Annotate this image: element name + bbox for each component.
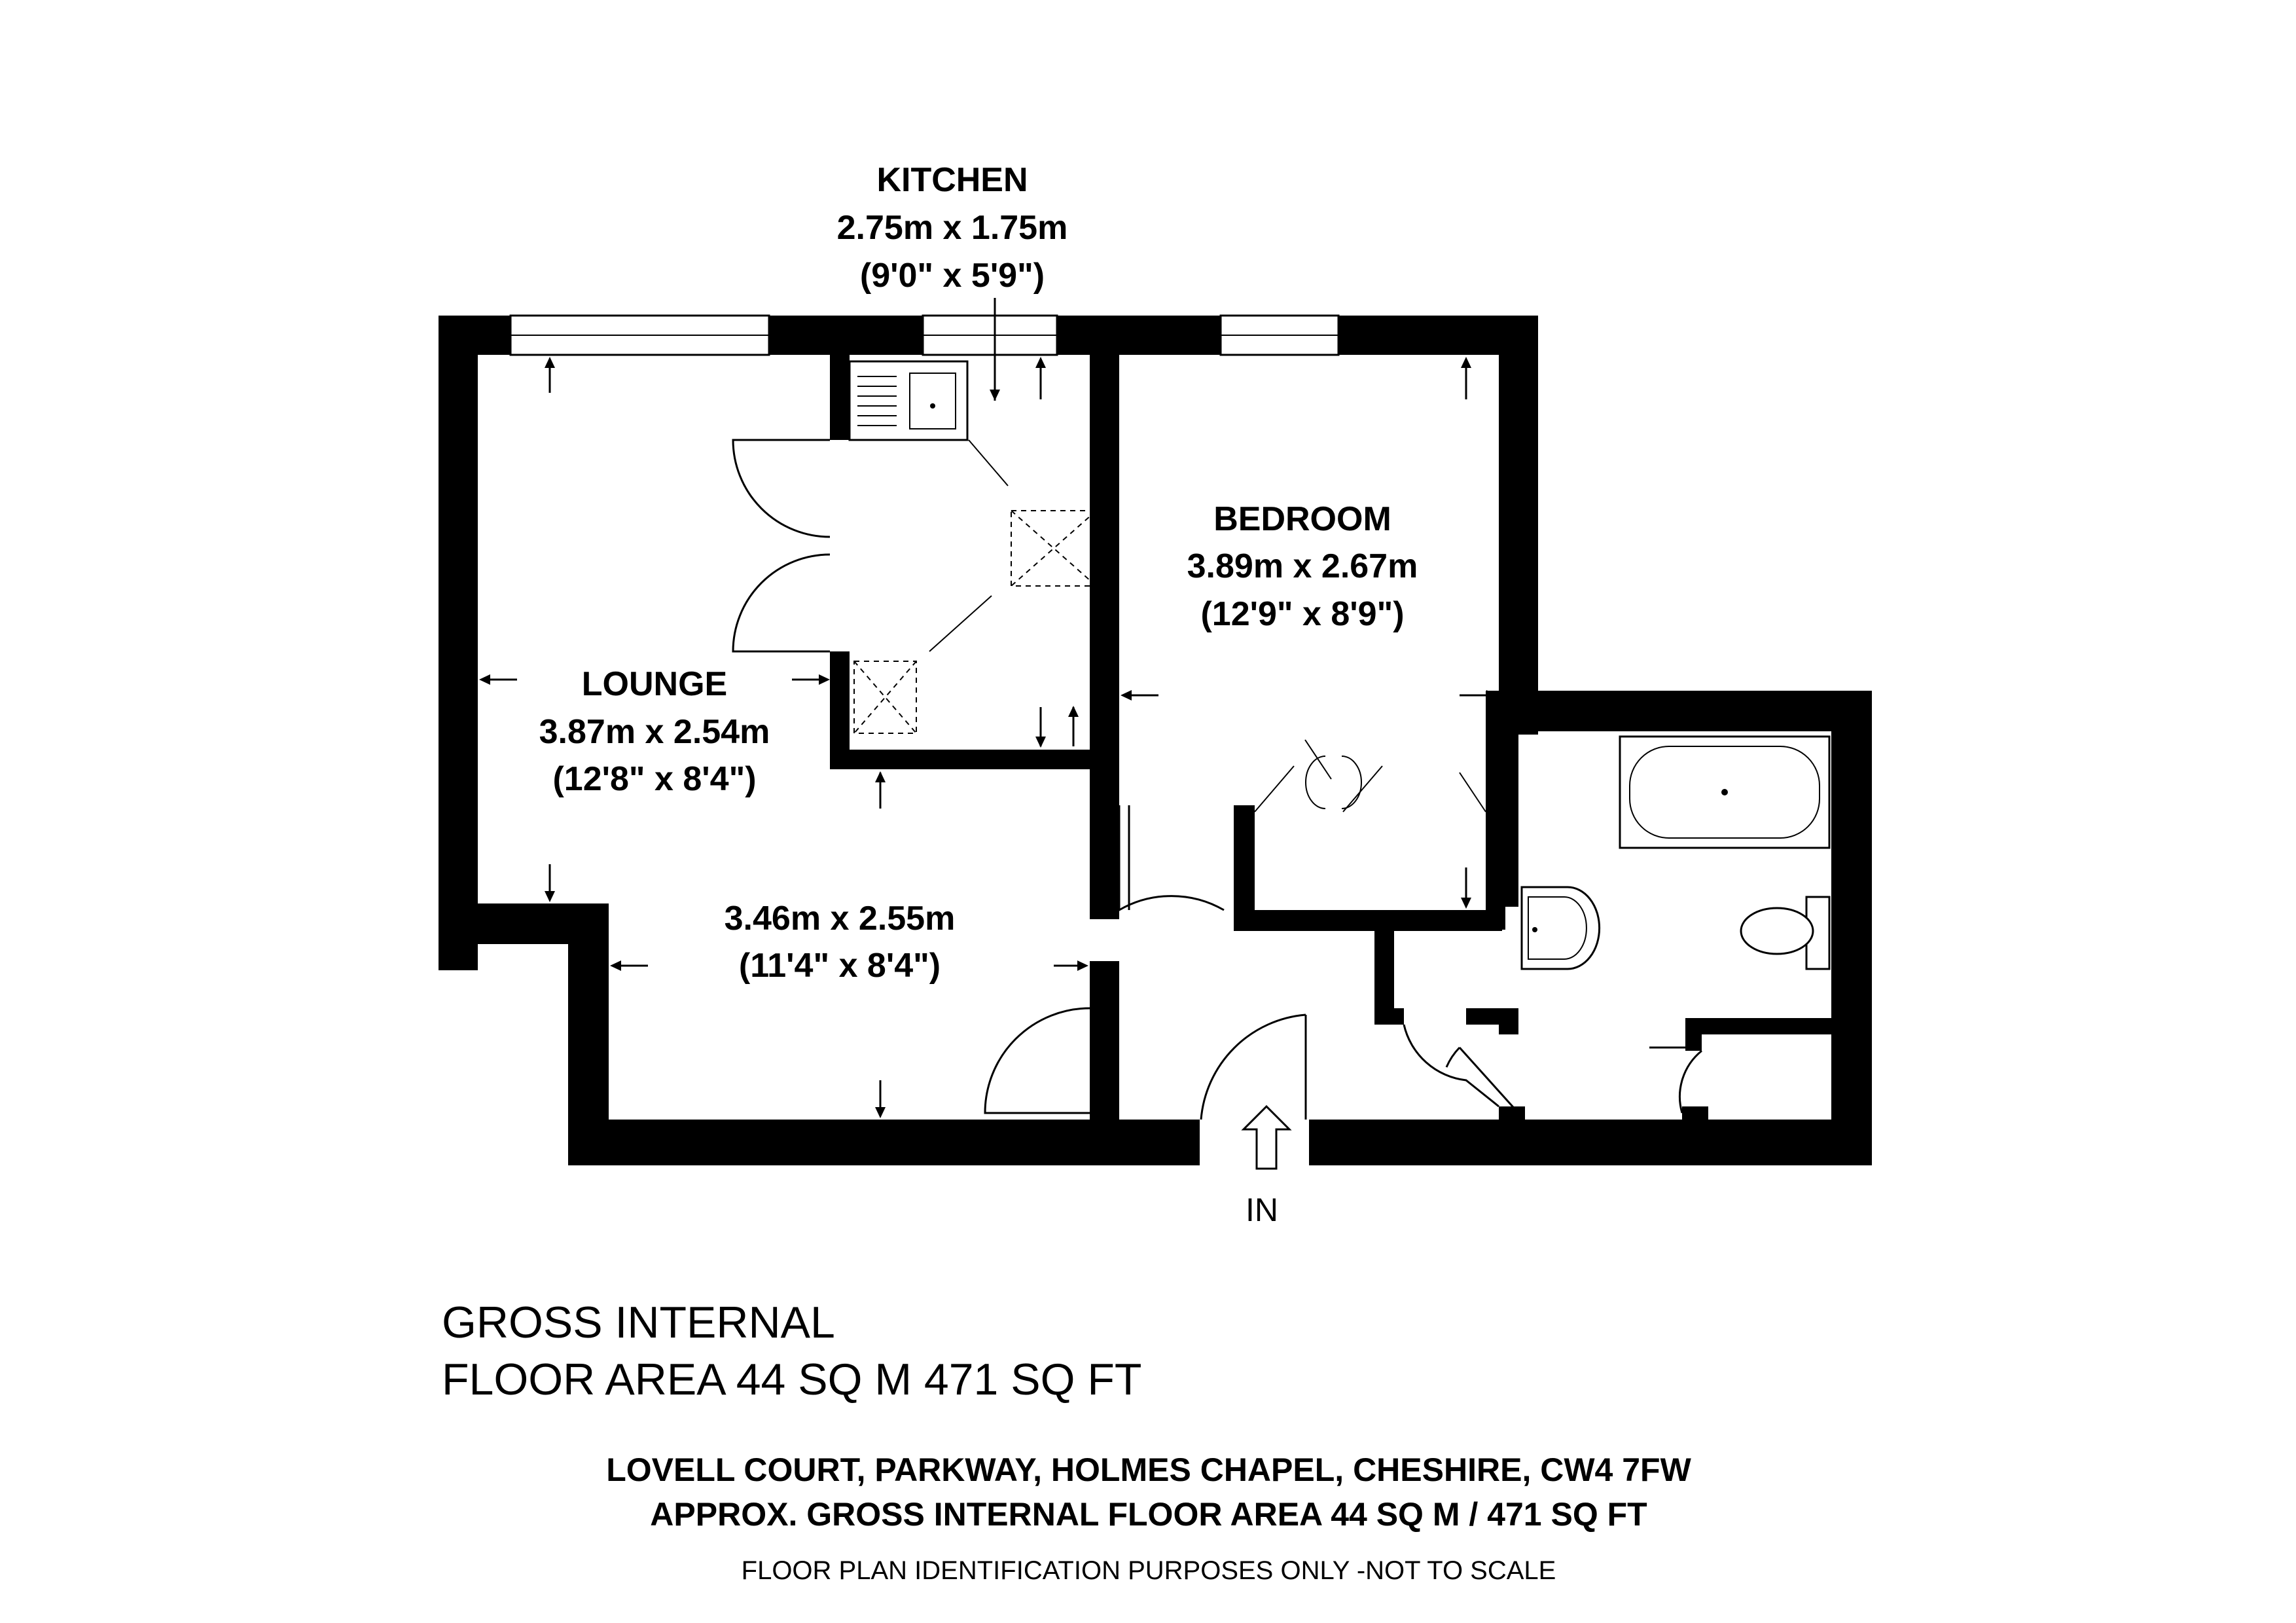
gross-area-line2: FLOOR AREA 44 SQ M 471 SQ FT xyxy=(442,1355,1141,1404)
lounge-size-ft: (12'8" x 8'4") xyxy=(552,760,756,798)
lounge-name: LOUNGE xyxy=(582,665,727,703)
washbasin xyxy=(1520,886,1601,970)
kitchen-name: KITCHEN xyxy=(876,161,1028,199)
lounge-lower-size-m: 3.46m x 2.55m xyxy=(725,900,956,938)
footer-approx-area: APPROX. GROSS INTERNAL FLOOR AREA 44 SQ … xyxy=(650,1496,1647,1533)
bedroom-name: BEDROOM xyxy=(1213,500,1391,538)
bedroom-size-m: 3.89m x 2.67m xyxy=(1187,547,1418,585)
walls xyxy=(439,316,1872,1165)
dimension-arrows xyxy=(479,298,1498,1118)
gross-area-line1: GROSS INTERNAL xyxy=(442,1298,835,1347)
windows xyxy=(509,314,1340,356)
footer-address: LOVELL COURT, PARKWAY, HOLMES CHAPEL, CH… xyxy=(606,1451,1691,1488)
bedroom-label: BEDROOM 3.89m x 2.67m (12'9" x 8'9") xyxy=(1187,500,1418,633)
bath xyxy=(1619,735,1831,849)
lounge-size-m: 3.87m x 2.54m xyxy=(539,713,770,751)
kitchen-size-m: 2.75m x 1.75m xyxy=(837,209,1068,247)
kitchen-sink xyxy=(848,360,969,441)
entrance-arrow-icon xyxy=(1241,1104,1292,1170)
doors xyxy=(732,439,1702,1120)
footer-disclaimer: FLOOR PLAN IDENTIFICATION PURPOSES ONLY … xyxy=(742,1556,1556,1585)
entrance-label: IN xyxy=(1246,1192,1278,1228)
kitchen-size-ft: (9'0" x 5'9") xyxy=(860,257,1045,295)
lounge-lower-label: 3.46m x 2.55m (11'4" x 8'4") xyxy=(725,900,956,985)
bedroom-size-ft: (12'9" x 8'9") xyxy=(1200,595,1404,633)
lounge-lower-size-ft: (11'4" x 8'4") xyxy=(739,947,941,985)
kitchen-label: KITCHEN 2.75m x 1.75m (9'0" x 5'9") xyxy=(837,161,1068,295)
toilet xyxy=(1740,896,1831,970)
lounge-label: LOUNGE 3.87m x 2.54m (12'8" x 8'4") xyxy=(539,665,770,798)
boiler-cupboards xyxy=(853,510,1097,734)
